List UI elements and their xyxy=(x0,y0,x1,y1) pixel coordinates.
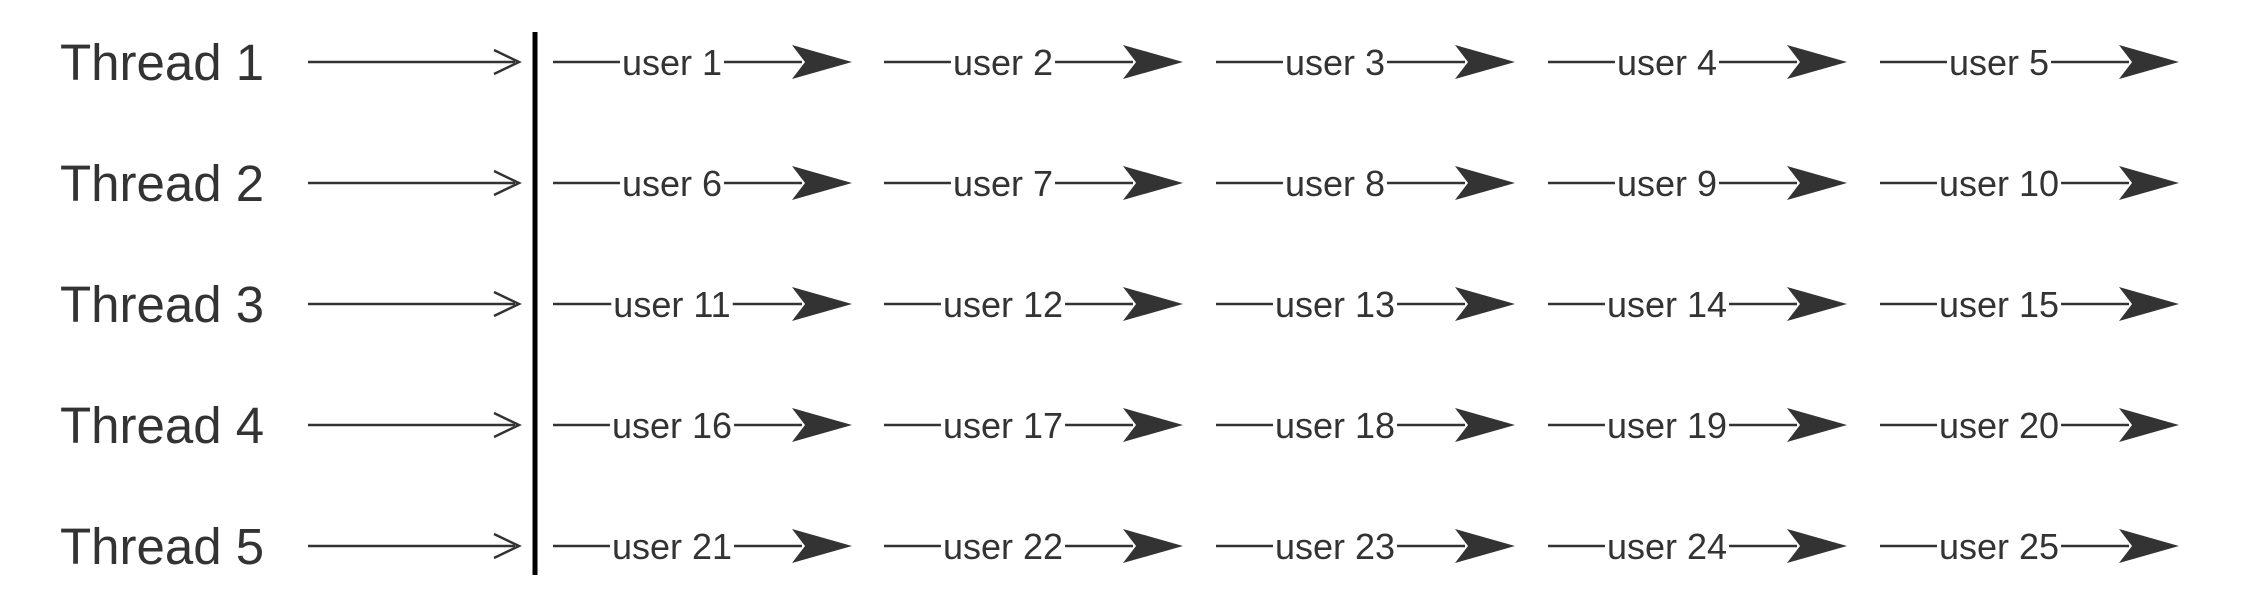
arrowhead-icon xyxy=(1123,529,1183,563)
thread-label: Thread 4 xyxy=(60,397,264,454)
user-step: user 3 xyxy=(1216,42,1515,83)
user-step: user 8 xyxy=(1216,163,1515,204)
arrowhead-icon xyxy=(1123,45,1183,79)
user-step: user 1 xyxy=(553,42,852,83)
arrowhead-icon xyxy=(1455,529,1515,563)
user-step: user 21 xyxy=(553,526,852,567)
thread-arrow xyxy=(308,169,522,197)
arrowhead-icon xyxy=(2119,166,2179,200)
thread-row: Thread 4 user 16 user 17 user 18 user 19 user… xyxy=(60,397,2179,454)
user-step: user 2 xyxy=(884,42,1183,83)
user-label: user 5 xyxy=(1949,42,2049,83)
user-label: user 12 xyxy=(943,284,1063,325)
arrowhead-icon xyxy=(1787,166,1847,200)
user-label: user 17 xyxy=(943,405,1063,446)
user-step: user 14 xyxy=(1548,284,1847,325)
user-label: user 4 xyxy=(1617,42,1717,83)
user-step: user 7 xyxy=(884,163,1183,204)
user-label: user 19 xyxy=(1607,405,1727,446)
user-step: user 23 xyxy=(1216,526,1515,567)
arrowhead-icon xyxy=(1455,166,1515,200)
arrowhead-icon xyxy=(2119,45,2179,79)
thread-arrow xyxy=(308,48,522,76)
thread-arrow xyxy=(308,532,522,560)
user-label: user 10 xyxy=(1939,163,2059,204)
user-label: user 22 xyxy=(943,526,1063,567)
user-label: user 1 xyxy=(622,42,722,83)
thread-label: Thread 1 xyxy=(60,34,264,91)
arrowhead-icon xyxy=(1123,287,1183,321)
thread-row: Thread 1 user 1 user 2 user 3 user 4 user 5 xyxy=(60,34,2179,91)
user-label: user 18 xyxy=(1275,405,1395,446)
thread-arrow xyxy=(308,411,522,439)
user-step: user 25 xyxy=(1880,526,2179,567)
thread-label: Thread 5 xyxy=(60,518,264,575)
arrowhead-icon xyxy=(1455,408,1515,442)
user-label: user 21 xyxy=(612,526,732,567)
user-label: user 3 xyxy=(1285,42,1385,83)
user-label: user 15 xyxy=(1939,284,2059,325)
user-step: user 20 xyxy=(1880,405,2179,446)
user-step: user 17 xyxy=(884,405,1183,446)
user-step: user 10 xyxy=(1880,163,2179,204)
arrowhead-icon xyxy=(1455,45,1515,79)
arrowhead-icon xyxy=(2119,408,2179,442)
arrowhead-icon xyxy=(1787,529,1847,563)
thread-row: Thread 2 user 6 user 7 user 8 user 9 user 10 xyxy=(60,155,2179,212)
user-label: user 16 xyxy=(612,405,732,446)
arrowhead-icon xyxy=(2119,287,2179,321)
thread-row: Thread 3 user 11 user 12 user 13 user 14 user… xyxy=(60,276,2179,333)
arrowhead-icon xyxy=(792,45,852,79)
user-step: user 18 xyxy=(1216,405,1515,446)
arrowhead-icon xyxy=(2119,529,2179,563)
arrowhead-icon xyxy=(1787,45,1847,79)
arrowhead-icon xyxy=(1787,408,1847,442)
arrowhead-icon xyxy=(792,166,852,200)
user-step: user 6 xyxy=(553,163,852,204)
thread-row: Thread 5 user 21 user 22 user 23 user 24 user… xyxy=(60,518,2179,575)
user-label: user 23 xyxy=(1275,526,1395,567)
thread-label: Thread 3 xyxy=(60,276,264,333)
user-label: user 9 xyxy=(1617,163,1717,204)
thread-arrow xyxy=(308,290,522,318)
arrowhead-icon xyxy=(1455,287,1515,321)
user-step: user 5 xyxy=(1880,42,2179,83)
user-step: user 13 xyxy=(1216,284,1515,325)
user-step: user 19 xyxy=(1548,405,1847,446)
user-step: user 22 xyxy=(884,526,1183,567)
thread-label: Thread 2 xyxy=(60,155,264,212)
arrowhead-icon xyxy=(1123,408,1183,442)
user-label: user 8 xyxy=(1285,163,1385,204)
user-step: user 12 xyxy=(884,284,1183,325)
user-label: user 13 xyxy=(1275,284,1395,325)
user-step: user 24 xyxy=(1548,526,1847,567)
user-label: user 25 xyxy=(1939,526,2059,567)
user-label: user 6 xyxy=(622,163,722,204)
user-step: user 11 xyxy=(553,284,852,325)
user-label: user 2 xyxy=(953,42,1053,83)
arrowhead-icon xyxy=(792,408,852,442)
user-label: user 14 xyxy=(1607,284,1727,325)
arrowhead-icon xyxy=(1787,287,1847,321)
user-label: user 7 xyxy=(953,163,1053,204)
arrowhead-icon xyxy=(1123,166,1183,200)
arrowhead-icon xyxy=(792,529,852,563)
user-step: user 9 xyxy=(1548,163,1847,204)
arrowhead-icon xyxy=(792,287,852,321)
user-label: user 20 xyxy=(1939,405,2059,446)
user-label: user 11 xyxy=(613,284,730,325)
user-step: user 15 xyxy=(1880,284,2179,325)
user-step: user 4 xyxy=(1548,42,1847,83)
user-step: user 16 xyxy=(553,405,852,446)
user-label: user 24 xyxy=(1607,526,1727,567)
